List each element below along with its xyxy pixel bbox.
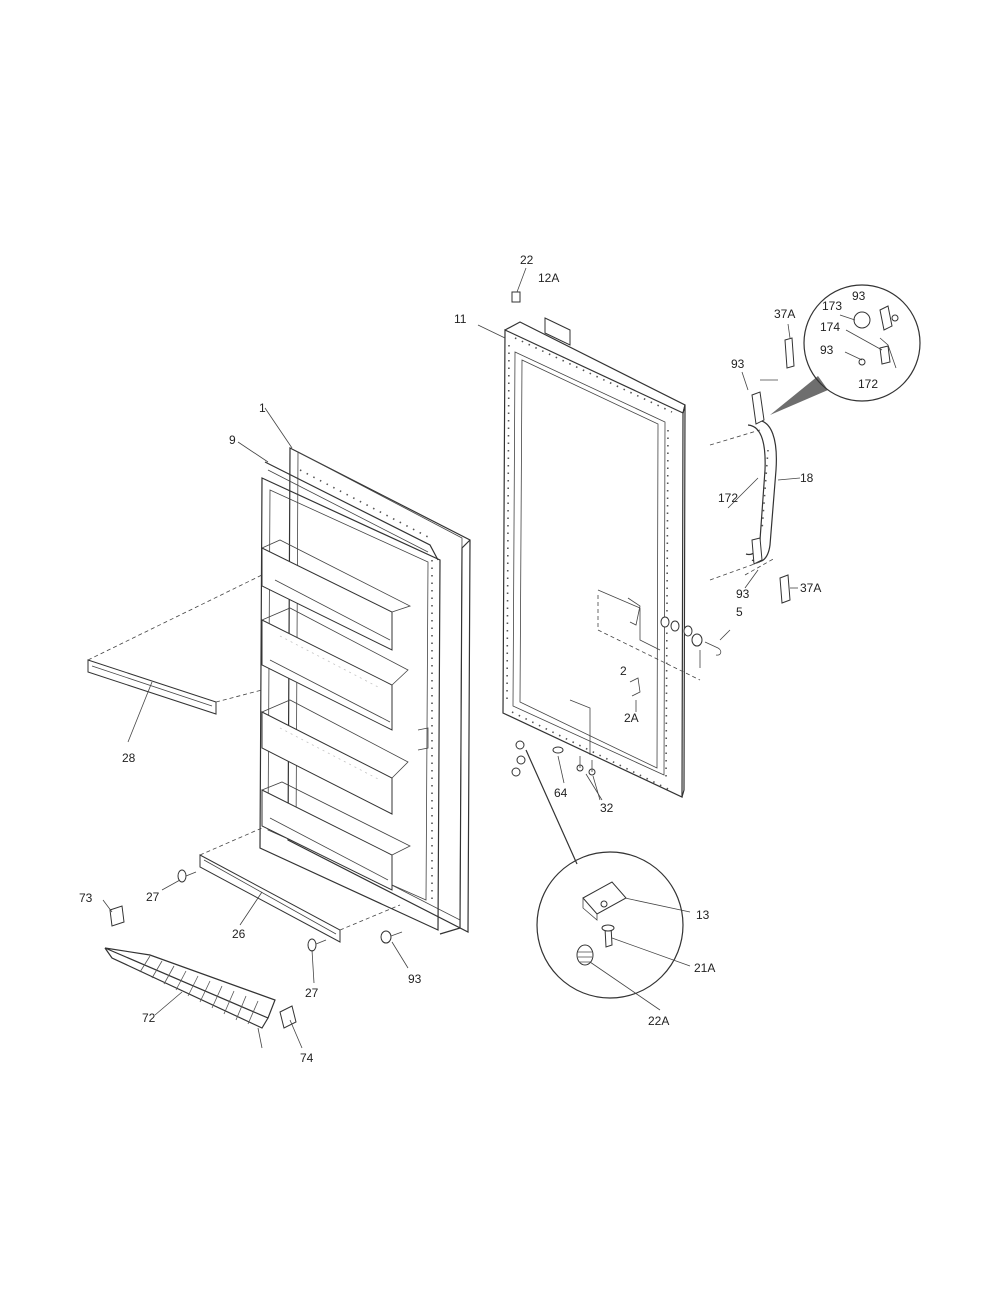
label-18: 18 <box>800 471 814 485</box>
label-172: 172 <box>718 491 738 505</box>
label-28: 28 <box>122 751 136 765</box>
label-13: 13 <box>696 908 710 922</box>
label-37a-top: 37A <box>774 307 795 321</box>
shelf-bar-28 <box>87 574 263 715</box>
label-93-detail-top: 93 <box>852 289 866 303</box>
label-64: 64 <box>554 786 568 800</box>
label-2: 2 <box>620 664 627 678</box>
label-5: 5 <box>736 605 743 619</box>
label-1: 1 <box>259 401 266 415</box>
label-26: 26 <box>232 927 246 941</box>
label-93-detail-bottom: 93 <box>820 343 834 357</box>
door-handle-assembly <box>660 337 828 668</box>
label-9: 9 <box>229 433 236 447</box>
door-shelf-4 <box>261 781 411 891</box>
label-22a: 22A <box>648 1014 669 1028</box>
wire-basket-72 <box>104 947 276 1049</box>
basket-end-cap-74 <box>279 1005 297 1029</box>
label-27-bottom: 27 <box>305 986 319 1000</box>
label-37a-bottom: 37A <box>800 581 821 595</box>
label-21a: 21A <box>694 961 715 975</box>
screw-27-top <box>177 869 197 883</box>
label-93-handle-bottom: 93 <box>736 587 750 601</box>
label-93-liner: 93 <box>408 972 422 986</box>
door-shelf-3 <box>261 699 409 815</box>
label-173: 173 <box>822 299 842 313</box>
outer-door-panel <box>502 291 701 865</box>
basket-end-cap-73 <box>109 905 125 927</box>
label-74: 74 <box>300 1051 314 1065</box>
label-174: 174 <box>820 320 840 334</box>
label-93-handle-top: 93 <box>731 357 745 371</box>
screw-93-liner <box>380 930 403 944</box>
door-shelf-2 <box>261 607 409 731</box>
label-11: 11 <box>454 312 467 326</box>
bottom-hinge-detail-callout <box>536 851 691 1011</box>
label-12a: 12A <box>538 271 559 285</box>
callout-labels: 1 9 28 27 26 27 73 72 74 93 22 12A 11 2 … <box>79 253 878 1065</box>
door-liner-assembly <box>87 447 471 1049</box>
handle-detail-callout <box>803 284 921 402</box>
door-shelf-1 <box>261 539 412 651</box>
shelf-bar-26 <box>199 827 401 943</box>
label-73: 73 <box>79 891 93 905</box>
label-172-detail: 172 <box>858 377 878 391</box>
label-22: 22 <box>520 253 534 267</box>
label-72: 72 <box>142 1011 156 1025</box>
label-27-top: 27 <box>146 890 160 904</box>
label-32: 32 <box>600 801 614 815</box>
label-2a: 2A <box>624 711 639 725</box>
leader-lines <box>102 267 801 1049</box>
screw-27-bottom <box>307 938 327 952</box>
